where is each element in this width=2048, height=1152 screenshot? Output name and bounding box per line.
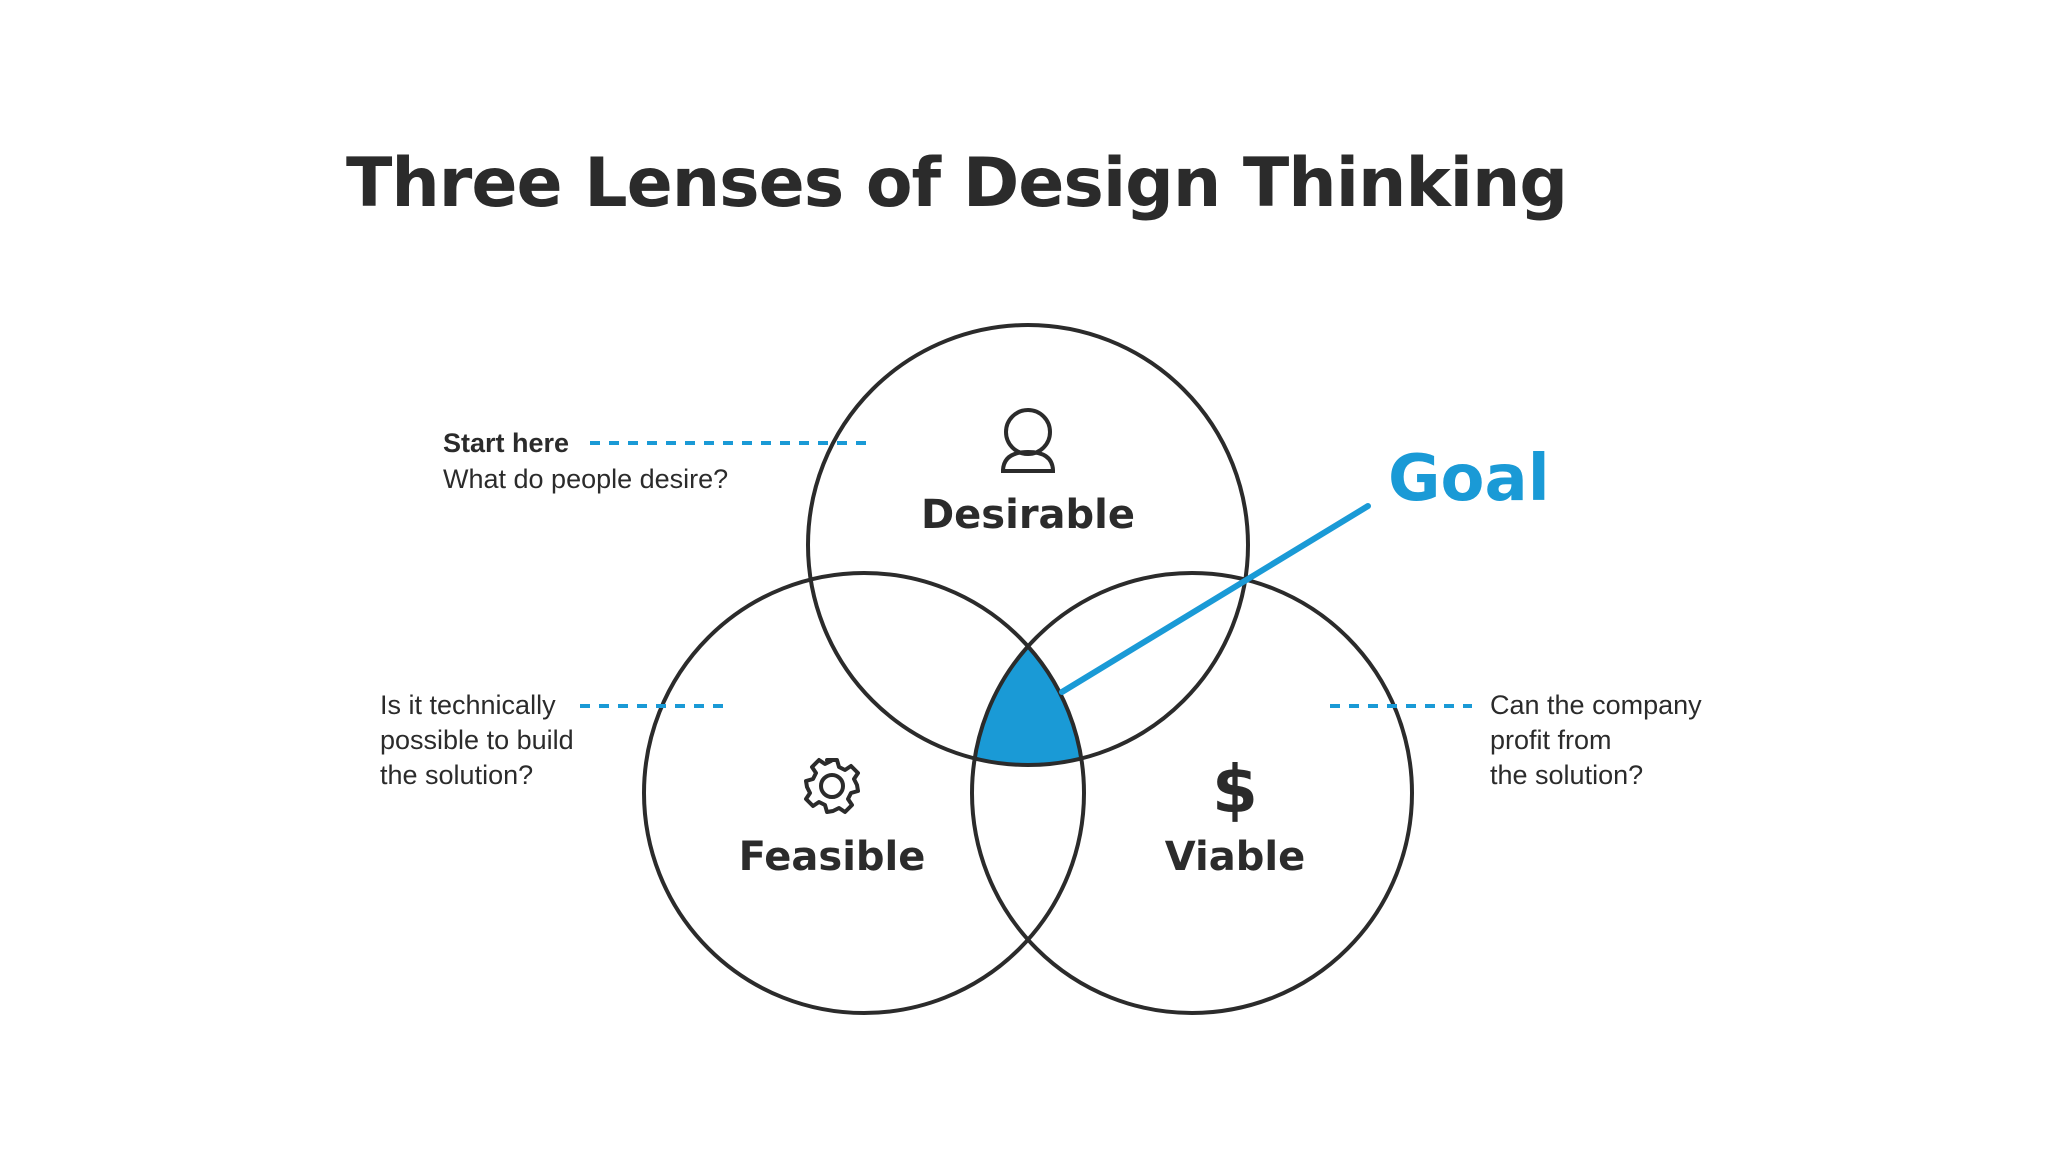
desirable-circle xyxy=(806,323,1250,767)
start-here-heading: Start here xyxy=(443,428,569,458)
feasible-note-line-3: the solution? xyxy=(380,760,533,790)
viable-note-line-2: profit from xyxy=(1490,725,1612,755)
desirable-note-line: What do people desire? xyxy=(443,464,728,494)
goal-label: Goal xyxy=(1388,442,1550,516)
viable-note-line-1: Can the company xyxy=(1490,690,1702,720)
desirable-label: Desirable xyxy=(921,492,1135,538)
page-title: Three Lenses of Design Thinking xyxy=(346,144,1567,223)
viable-label: Viable xyxy=(1165,834,1305,880)
goal-pointer-line xyxy=(1059,503,1371,695)
feasible-label: Feasible xyxy=(739,834,926,880)
feasible-note-line-1: Is it technically xyxy=(380,690,556,720)
feasible-note-line-2: possible to build xyxy=(380,725,574,755)
feasible-circle xyxy=(642,571,1086,1015)
person-icon xyxy=(1001,408,1055,473)
viable-note-line-3: the solution? xyxy=(1490,760,1643,790)
gear-icon xyxy=(804,758,860,814)
dollar-icon: $ xyxy=(1212,751,1258,828)
goal-intersection xyxy=(972,573,1084,765)
viable-circle xyxy=(970,571,1414,1015)
